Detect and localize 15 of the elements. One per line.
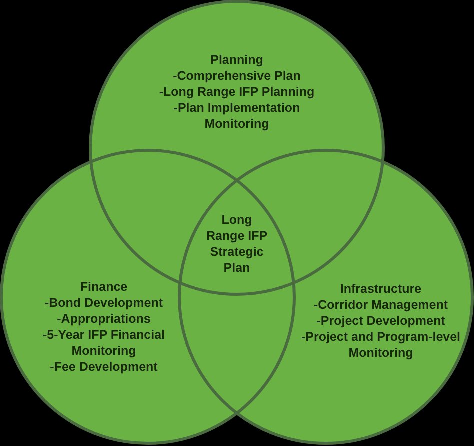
venn-circle <box>178 149 474 445</box>
circle-title: Finance <box>80 279 128 295</box>
list-item: -Project and Program-level Monitoring <box>300 329 462 361</box>
list-item: -Corridor Management <box>314 297 448 313</box>
list-item: -Comprehensive Plan <box>173 68 301 84</box>
list-item: -Project Development <box>316 313 446 329</box>
circle-title: Planning <box>210 52 264 68</box>
overlap-label: Long Range IFP Strategic Plan <box>205 212 269 276</box>
list-item: -Fee Development <box>50 359 158 375</box>
list-item: -Plan Implementation Monitoring <box>172 100 302 132</box>
list-item: -Long Range IFP Planning <box>159 84 315 100</box>
list-item: -Appropriations <box>57 311 151 327</box>
list-item: -Bond Development <box>44 295 164 311</box>
circle-title: Infrastructure <box>340 281 422 297</box>
list-item: -5-Year IFP Financial Monitoring <box>42 327 166 359</box>
